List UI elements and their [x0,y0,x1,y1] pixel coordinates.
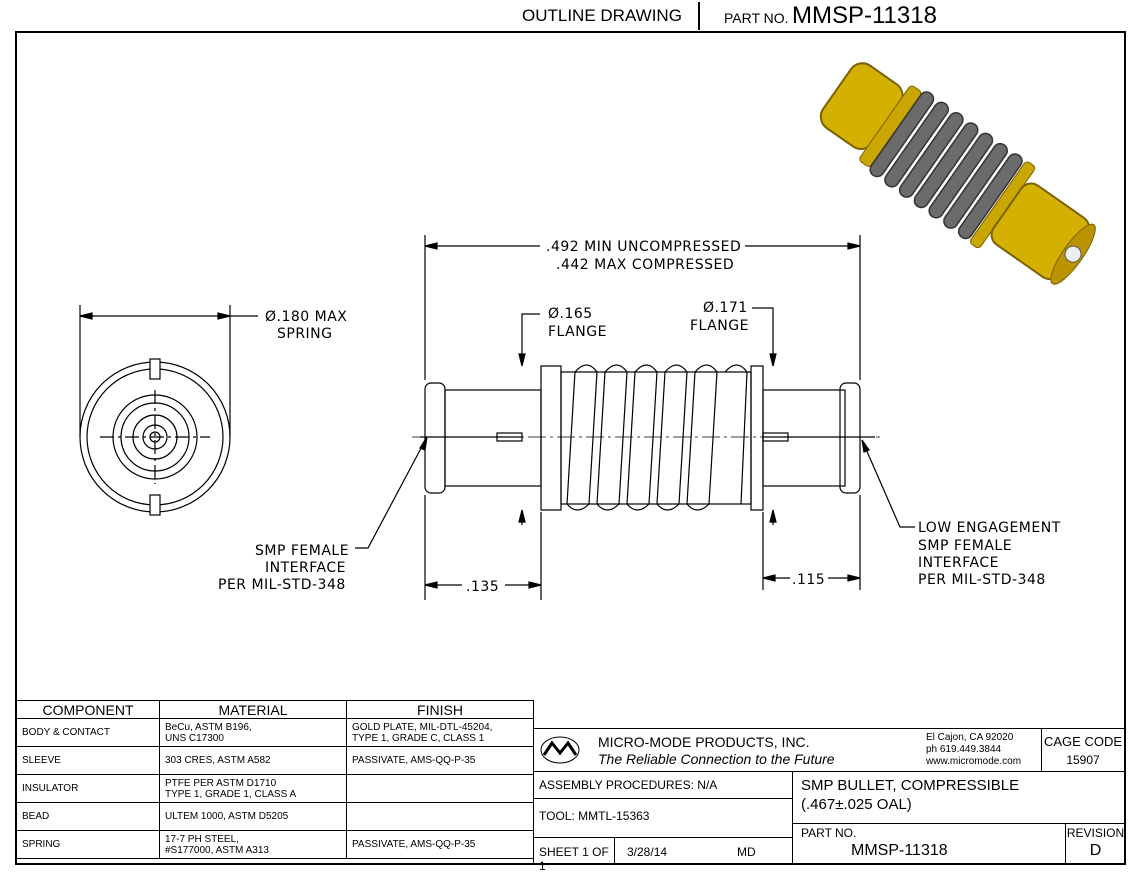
dimension-labels: Ø.180 MAX SPRING .492 MIN UNCOMPRESSED .… [218,239,1061,595]
bill-of-materials: COMPONENT MATERIAL FINISH BODY & CONTACT… [16,700,534,859]
bom-row: BODY & CONTACT BeCu, ASTM B196,UNS C1730… [16,718,534,747]
part-number-value: MMSP-11318 [851,842,948,859]
right-interface-3: INTERFACE [918,555,999,571]
date-drawn-block: 3/28/14 MD [614,837,793,865]
left-interface-3: PER MIL-STD-348 [218,577,346,593]
drawing-date: 3/28/14 [627,845,668,859]
header-part-label: PART NO. [724,10,789,26]
length-min-label: .492 MIN UNCOMPRESSED [546,239,741,255]
right-interface-1: LOW ENGAGEMENT [918,520,1061,536]
part-number-block: PART NO. MMSP-11318 [792,823,1066,865]
left-length-label: .135 [466,579,499,595]
bom-component: BEAD [16,802,160,831]
cage-code-label: CAGE CODE [1043,734,1122,749]
bom-component: SPRING [16,830,160,859]
spring-dia-sub: SPRING [277,326,333,342]
bom-finish: PASSIVATE, AMS-QQ-P-35 [346,746,534,775]
revision-label: REVISION [1066,826,1125,840]
assembly-procedures: ASSEMBLY PROCEDURES: N/A [533,771,793,799]
bom-header-material: MATERIAL [159,700,347,719]
tool-number: TOOL: MMTL-15363 [533,798,793,838]
cage-code-block: CAGE CODE 15907 [1041,728,1125,772]
header-part-number: MMSP-11318 [792,2,937,29]
bom-finish [346,774,534,803]
end-view [79,305,258,516]
drawing-type-title: OUTLINE DRAWING [522,6,682,25]
part-description: SMP BULLET, COMPRESSIBLE (.467±.025 OAL) [792,771,1126,824]
bom-finish: GOLD PLATE, MIL-DTL-45204,TYPE 1, GRADE … [346,718,534,747]
bom-header-row: COMPONENT MATERIAL FINISH [16,700,534,719]
bom-component: BODY & CONTACT [16,718,160,747]
bom-finish: PASSIVATE, AMS-QQ-P-35 [346,830,534,859]
connector-3d-render [819,62,1096,285]
right-length-label: .115 [792,572,825,588]
spring-dia-label: Ø.180 MAX [265,309,347,325]
bom-row: BEAD ULTEM 1000, ASTM D5205 [16,802,534,831]
company-address: El Cajon, CA 92020 ph 619.449.3844 www.m… [926,732,1022,767]
revision-block: REVISION D [1065,823,1126,865]
bom-finish [346,802,534,831]
header-divider [698,2,700,30]
outline-drawing: Ø.180 MAX SPRING .492 MIN UNCOMPRESSED .… [79,62,1096,600]
bom-material: 17-7 PH STEEL,#S177000, ASTM A313 [159,830,347,859]
bom-header-finish: FINISH [346,700,534,719]
left-interface-2: INTERFACE [265,560,346,576]
length-max-label: .442 MAX COMPRESSED [556,257,734,273]
bom-header-component: COMPONENT [16,700,160,719]
bom-material: BeCu, ASTM B196,UNS C17300 [159,718,347,747]
sheet-number: SHEET 1 OF 1 [533,837,615,873]
revision-value: D [1089,842,1102,859]
company-block: MICRO-MODE PRODUCTS, INC. The Reliable C… [533,728,1042,772]
bom-row: SLEEVE 303 CRES, ASTM A582 PASSIVATE, AM… [16,746,534,775]
bom-material: 303 CRES, ASTM A582 [159,746,347,775]
flange-right-dia: Ø.171 [703,300,748,316]
cage-code-value: 15907 [1066,753,1100,767]
flange-left-label: FLANGE [548,324,607,340]
drawn-by: MD [737,845,756,859]
bom-component: INSULATOR [16,774,160,803]
bom-material: ULTEM 1000, ASTM D5205 [159,802,347,831]
right-interface-4: PER MIL-STD-348 [918,572,1046,588]
company-name: MICRO-MODE PRODUCTS, INC. [598,734,810,750]
micro-mode-logo-icon [540,736,580,764]
left-interface-1: SMP FEMALE [255,543,349,559]
part-number-label: PART NO. [801,826,857,840]
side-view [412,364,880,511]
flange-right-label: FLANGE [690,318,749,334]
flange-left-dia: Ø.165 [548,306,593,322]
right-interface-2: SMP FEMALE [918,538,1012,554]
company-tagline: The Reliable Connection to the Future [598,751,835,767]
bom-component: SLEEVE [16,746,160,775]
bom-row: SPRING 17-7 PH STEEL,#S177000, ASTM A313… [16,830,534,859]
